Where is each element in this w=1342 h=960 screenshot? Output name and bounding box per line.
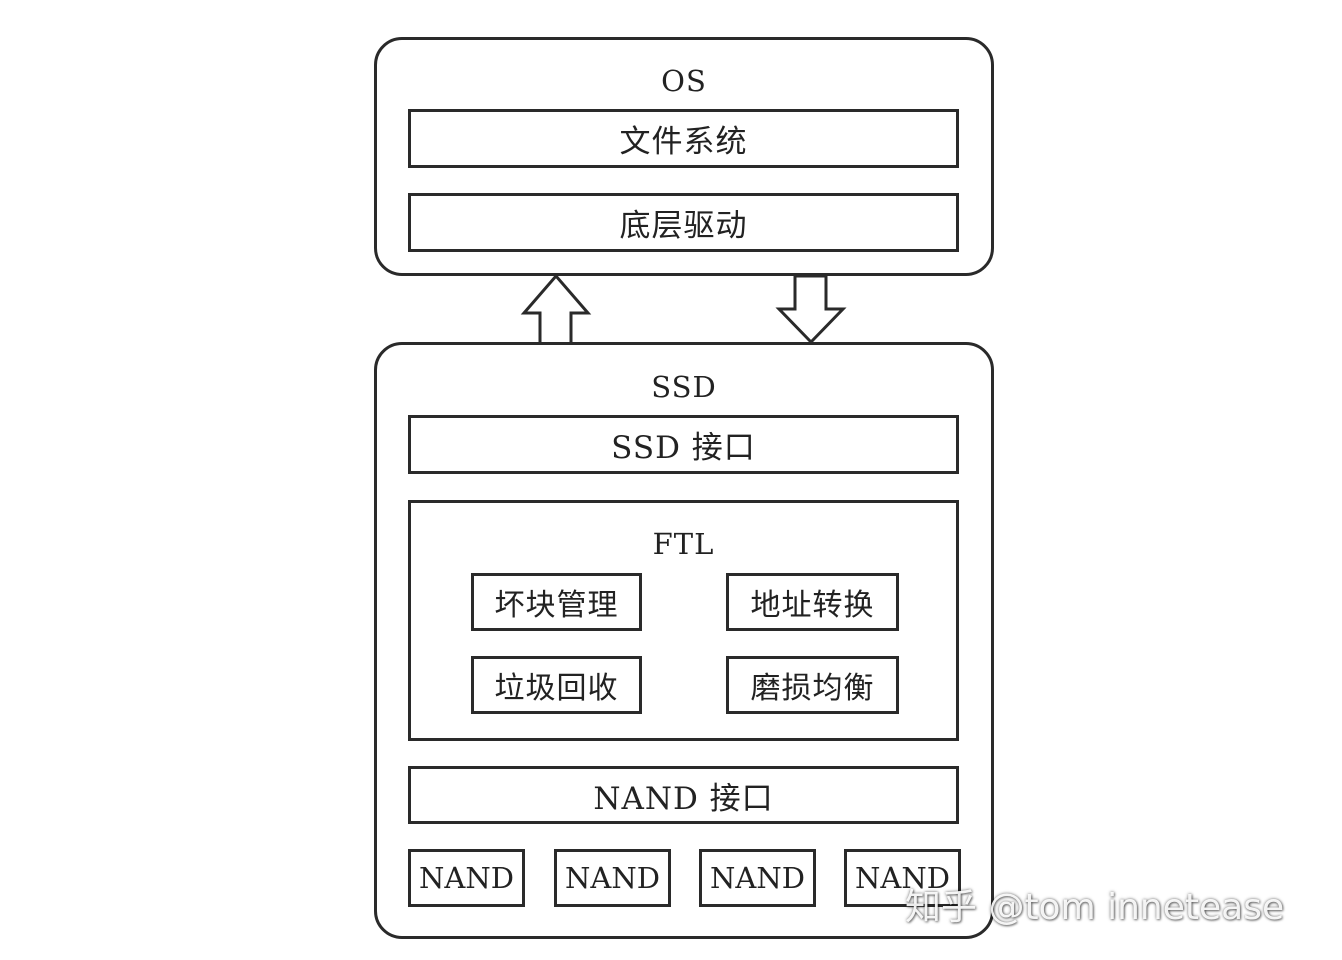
os-title: OS <box>661 64 707 98</box>
ssd-container: SSD SSD 接口 FTL 坏块管理 地址转换 垃圾回收 磨损均衡 NAND … <box>374 342 994 939</box>
nand-chip: NAND <box>699 849 816 907</box>
up-arrow <box>520 273 592 347</box>
nand-chip: NAND <box>844 849 961 907</box>
ftl-container: FTL 坏块管理 地址转换 垃圾回收 磨损均衡 <box>408 500 959 741</box>
ftl-title: FTL <box>652 527 715 561</box>
os-container: OS 文件系统 底层驱动 <box>374 37 994 276</box>
watermark: 知乎 @tom innetease <box>905 887 1285 928</box>
low-level-driver-layer: 底层驱动 <box>408 193 959 252</box>
bad-block-management: 坏块管理 <box>471 573 642 631</box>
nand-interface-layer: NAND 接口 <box>408 766 959 824</box>
wear-leveling: 磨损均衡 <box>726 656 899 714</box>
garbage-collection: 垃圾回收 <box>471 656 642 714</box>
nand-chip: NAND <box>408 849 525 907</box>
nand-chip: NAND <box>554 849 671 907</box>
file-system-layer: 文件系统 <box>408 109 959 168</box>
down-arrow <box>775 274 847 345</box>
ssd-title: SSD <box>651 370 717 404</box>
ssd-interface-layer: SSD 接口 <box>408 415 959 474</box>
address-translation: 地址转换 <box>726 573 899 631</box>
